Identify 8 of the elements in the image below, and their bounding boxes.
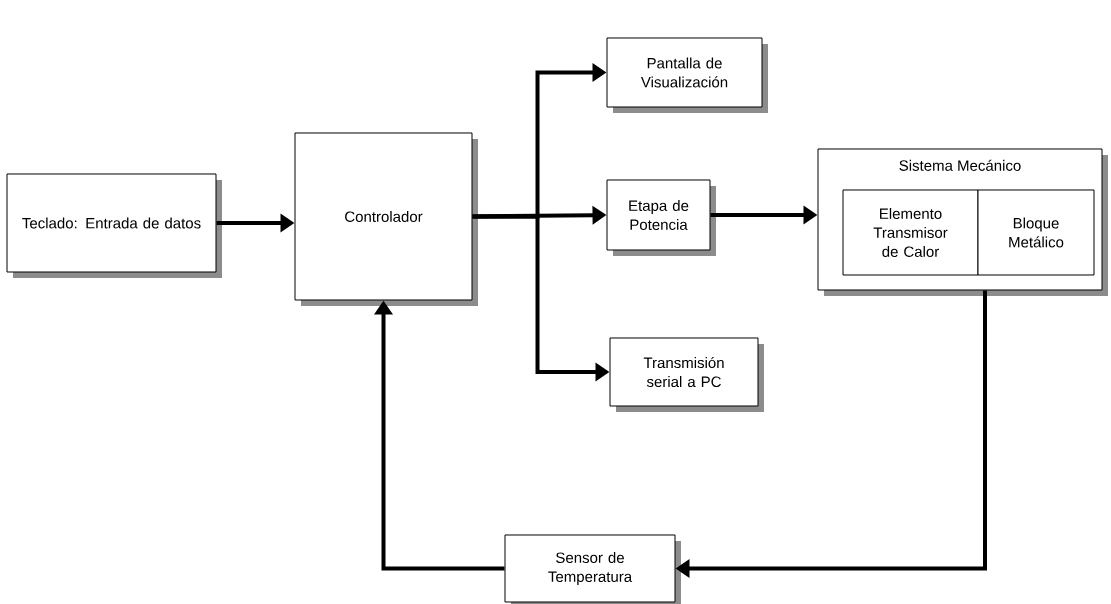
sub-block-box: Elemento Transmisor de Calor xyxy=(842,189,979,276)
block-box: Sensor de Temperatura xyxy=(504,534,681,604)
block-box: Etapa de Potencia xyxy=(606,179,716,256)
sub-block-box: Bloque Metálico xyxy=(977,189,1095,276)
block-box: Transmisión serial a PC xyxy=(609,337,764,412)
block-box: Teclado: Entrada de datos xyxy=(6,173,222,278)
block-box: Controlador xyxy=(294,132,478,306)
block-box: Pantalla de Visualización xyxy=(606,37,768,113)
